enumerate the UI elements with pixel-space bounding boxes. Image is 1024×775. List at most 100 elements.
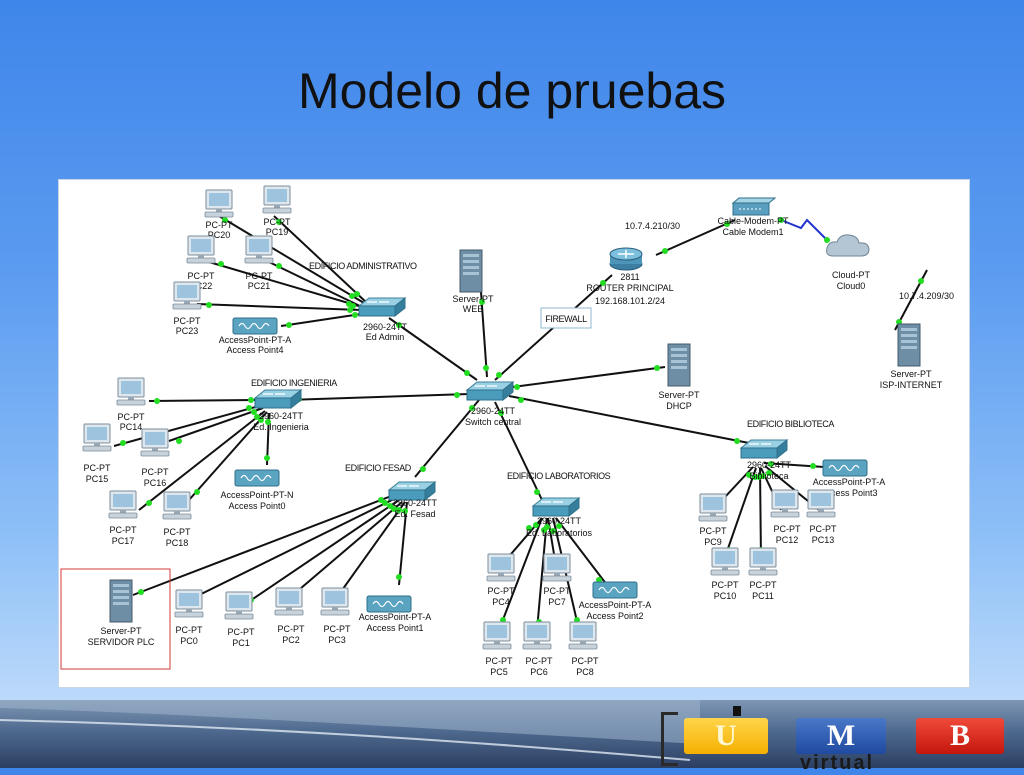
sw-central-node[interactable]: 2960-24TT Switch central: [465, 381, 521, 427]
pc17-node[interactable]: PC-PT PC17: [108, 490, 138, 546]
pc19-node[interactable]: PC-PT PC19: [262, 185, 292, 237]
ap3-node[interactable]: AccessPoint-PT-A Access Point3: [813, 459, 886, 498]
server-isp-node[interactable]: Server-PT ISP-INTERNET: [880, 323, 943, 390]
pc-icon: [162, 491, 192, 520]
sw-admin-node[interactable]: 2960-24TT Ed Admin: [358, 297, 408, 342]
router-model: 2811: [620, 272, 639, 282]
pc8-node[interactable]: PC-PT PC8: [568, 621, 599, 677]
sw-ing-node[interactable]: 2960-24TT Ed. Ingenieria: [253, 389, 309, 432]
pc-icon: [748, 547, 778, 576]
access-point-icon: [366, 595, 412, 613]
pc23-model: PC-PT: [174, 316, 202, 326]
switch-icon: [532, 497, 580, 517]
pc12-name: PC12: [776, 535, 799, 545]
footer-swoosh: [0, 700, 700, 761]
cloud-node[interactable]: Cloud-PT Cloud0: [826, 234, 871, 291]
ap1-name: Access Point1: [366, 623, 423, 633]
pc20-node[interactable]: PC-PT PC20: [204, 189, 234, 240]
pc-icon: [82, 423, 112, 452]
pc19-model: PC-PT: [264, 217, 292, 227]
pc14-model: PC-PT: [118, 412, 146, 422]
ap2-node[interactable]: AccessPoint-PT-A Access Point2: [579, 581, 652, 621]
modem-name: Cable Modem1: [722, 227, 783, 237]
pc4-model: PC-PT: [488, 586, 516, 596]
pc20-model: PC-PT: [206, 220, 234, 230]
pc14-node[interactable]: PC-PT PC14: [116, 377, 146, 432]
pc-icon: [116, 377, 146, 406]
ap1-node[interactable]: AccessPoint-PT-A Access Point1: [359, 595, 432, 633]
group-label-administrativo: EDIFICIO ADMINISTRATIVO: [309, 261, 417, 271]
pc22-node[interactable]: PC-PT PC22: [186, 235, 216, 291]
links: [113, 215, 928, 631]
modem-model: Cable-Modem-PT: [717, 216, 789, 226]
server-dhcp-node[interactable]: Server-PT DHCP: [658, 343, 700, 411]
ap2-name: Access Point2: [586, 611, 643, 621]
group-label-ingenieria: EDIFICIO INGENIERIA: [251, 378, 337, 388]
ap0-node[interactable]: AccessPoint-PT-N Access Point0: [220, 469, 294, 511]
pc21-node[interactable]: PC-PT PC21: [244, 235, 274, 291]
firewall-label: FIREWALL: [545, 314, 587, 324]
server-icon: [897, 323, 921, 367]
logo-letter-u: U: [684, 718, 768, 754]
server-isp-model: Server-PT: [890, 369, 932, 379]
server-web-model: Server-PT: [452, 294, 494, 304]
pc-icon: [108, 490, 138, 519]
sw-central-name: Switch central: [465, 417, 521, 427]
pc5-node[interactable]: PC-PT PC5: [482, 621, 513, 677]
server-dhcp-model: Server-PT: [658, 390, 700, 400]
pc21-name: PC21: [248, 281, 271, 291]
server-isp-name: ISP-INTERNET: [880, 380, 943, 390]
pc12-model: PC-PT: [774, 524, 802, 534]
router-node[interactable]: 2811 ROUTER PRINCIPAL 192.168.101.2/24: [586, 247, 674, 306]
logo-letter-m: M: [796, 718, 886, 754]
sw-lab-name: Ed. Laboratorios: [526, 528, 593, 538]
pc19-name: PC19: [266, 227, 289, 237]
pc-icon: [204, 189, 234, 218]
group-label-biblioteca: EDIFICIO BIBLIOTECA: [747, 419, 834, 429]
cloud-model: Cloud-PT: [832, 270, 871, 280]
pc5-name: PC5: [490, 667, 508, 677]
sw-fesad-node[interactable]: 2960-24TT Ed. Fesad: [388, 481, 438, 519]
pc1-node[interactable]: PC-PT PC1: [224, 591, 255, 648]
pc12-node[interactable]: PC-PT PC12: [770, 489, 802, 545]
cloud-icon: [826, 234, 870, 257]
pc18-node[interactable]: PC-PT PC18: [162, 491, 192, 548]
pc-icon: [806, 489, 836, 518]
pc3-node[interactable]: PC-PT PC3: [320, 587, 351, 645]
pc6-node[interactable]: PC-PT PC6: [522, 621, 554, 677]
pc0-node[interactable]: PC-PT PC0: [174, 589, 204, 646]
pc4-name: PC4: [492, 597, 510, 607]
pc6-model: PC-PT: [526, 656, 554, 666]
sw-fesad-name: Ed. Fesad: [394, 509, 435, 519]
sw-lab-node[interactable]: 2960-24TT Ed. Laboratorios: [526, 497, 593, 538]
pc-icon: [770, 489, 800, 518]
pc-icon: [698, 493, 728, 522]
pc16-node[interactable]: PC-PT PC16: [140, 428, 170, 488]
server-plc-node[interactable]: Server-PT SERVIDOR PLC: [88, 579, 155, 647]
pc-icon: [262, 185, 292, 214]
pc7-node[interactable]: PC-PT PC7: [542, 553, 572, 607]
pc9-node[interactable]: PC-PT PC9: [698, 493, 728, 547]
pc18-model: PC-PT: [164, 527, 192, 537]
server-web-node[interactable]: Server-PT WEB: [452, 249, 494, 314]
pc10-node[interactable]: PC-PT PC10: [710, 547, 740, 601]
ap4-node[interactable]: AccessPoint-PT-A Access Point4: [219, 317, 292, 355]
pc23-node[interactable]: PC-PT PC23: [172, 281, 202, 336]
pc11-node[interactable]: PC-PT PC11: [748, 547, 778, 601]
sw-ing-name: Ed. Ingenieria: [253, 422, 309, 432]
sw-bib-node[interactable]: 2960-24TT Biblioteca: [740, 439, 792, 481]
pc18-name: PC18: [166, 538, 189, 548]
group-label-laboratorios: EDIFICIO LABORATORIOS: [507, 471, 611, 481]
pc1-name: PC1: [232, 638, 250, 648]
modem-node[interactable]: Cable-Modem-PT Cable Modem1: [717, 197, 789, 237]
pc15-node[interactable]: PC-PT PC15: [82, 423, 112, 484]
pc6-name: PC6: [530, 667, 548, 677]
pc17-model: PC-PT: [110, 525, 138, 535]
pc2-node[interactable]: PC-PT PC2: [274, 587, 305, 645]
server-web-name: WEB: [463, 304, 484, 314]
pc20-name: PC20: [208, 230, 231, 240]
pc4-node[interactable]: PC-PT PC4: [486, 553, 516, 607]
firewall-node[interactable]: FIREWALL: [540, 307, 592, 329]
pc13-node[interactable]: PC-PT PC13: [806, 489, 837, 545]
pc7-model: PC-PT: [544, 586, 572, 596]
